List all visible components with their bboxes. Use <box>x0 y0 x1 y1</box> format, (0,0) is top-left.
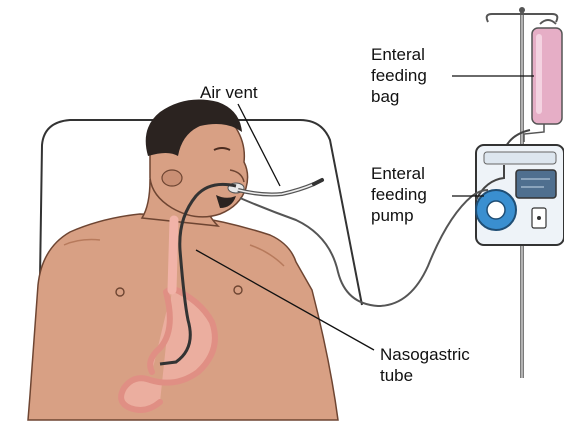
label-feeding-pump: Enteral feeding pump <box>371 163 427 226</box>
patient-head <box>146 100 248 217</box>
feeding-pump <box>476 145 564 245</box>
label-feeding-bag: Enteral feeding bag <box>371 44 427 107</box>
label-nasogastric-tube: Nasogastric tube <box>380 344 470 386</box>
label-air-vent: Air vent <box>200 82 258 103</box>
feeding-bag <box>524 20 562 142</box>
